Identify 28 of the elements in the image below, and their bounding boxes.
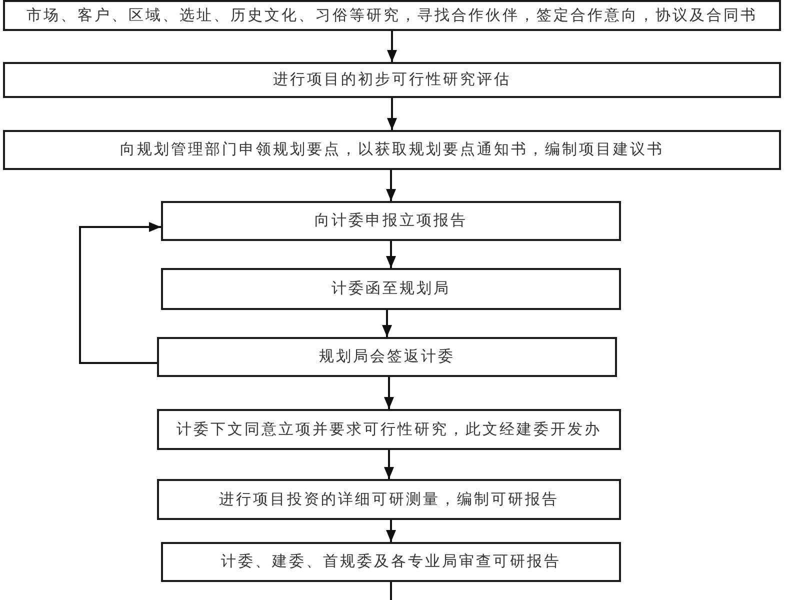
step-text: 向规划管理部门申领规划要点，以获取规划要点通知书，编制项目建议书 xyxy=(120,141,664,159)
arrow xyxy=(384,450,394,479)
arrow xyxy=(382,310,392,337)
process-box xyxy=(3,130,781,170)
arrow xyxy=(386,170,396,201)
step-text: 规划局会签返计委 xyxy=(319,348,455,366)
step-text: 计委下文同意立项并要求可行性研究，此文经建委开发办 xyxy=(176,420,602,438)
arrow xyxy=(386,520,396,542)
arrow xyxy=(384,377,394,409)
arrow xyxy=(386,241,396,268)
arrow xyxy=(387,98,397,130)
step-text: 进行项目的初步可行性研究评估 xyxy=(273,71,511,89)
feedback-arrow xyxy=(79,222,161,364)
process-box xyxy=(161,201,621,241)
process-box xyxy=(157,409,621,450)
step-text: 向计委申报立项报告 xyxy=(314,212,468,230)
process-box xyxy=(157,479,621,520)
process-box xyxy=(161,542,621,582)
connector-line xyxy=(390,582,392,600)
arrow xyxy=(387,31,397,62)
step-text: 市场、客户、区域、选址、历史文化、习俗等研究，寻找合作伙伴，签定合作意向，协议及合同书 xyxy=(26,6,758,24)
step-text: 计委函至规划局 xyxy=(332,280,450,298)
step-text: 计委、建委、首规委及各专业局审查可研报告 xyxy=(221,553,561,571)
step-text: 进行项目投资的详细可研测量，编制可研报告 xyxy=(219,490,559,508)
process-box xyxy=(3,0,781,31)
process-box xyxy=(3,62,781,98)
process-box xyxy=(161,268,621,310)
process-box xyxy=(157,337,617,377)
